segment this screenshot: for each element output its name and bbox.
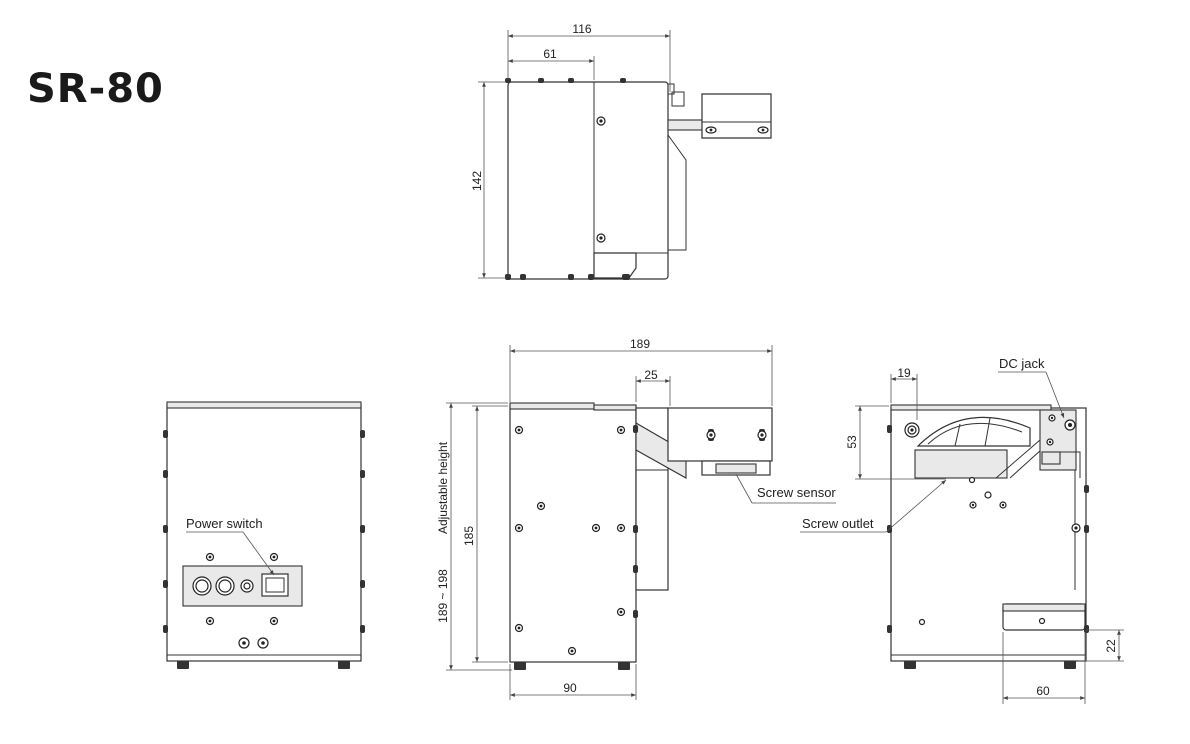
dim-top-inner-width-label: 61 <box>543 47 557 61</box>
power-switch <box>261 573 289 597</box>
top-view-body <box>507 81 669 280</box>
dim-side-chute-label: 25 <box>644 368 658 382</box>
front-view-body <box>166 404 362 662</box>
page-title: SR-80 <box>27 66 164 112</box>
dim-rear-outlet-width: 60 <box>1002 632 1086 704</box>
dim-rear-hopper: 53 <box>845 405 946 480</box>
dim-side-adjustable-range: 189 ~ 198 <box>436 569 450 623</box>
dim-side-adjustable-label: Adjustable height <box>436 441 450 534</box>
rear-view: DC jack Screw outlet 19 53 22 60 <box>800 356 1124 704</box>
side-view-body <box>509 405 637 663</box>
dim-top-width-label: 116 <box>572 22 591 36</box>
dim-rear-outlet-height-label: 22 <box>1104 639 1118 653</box>
dim-side-width: 189 <box>509 337 773 406</box>
dim-top-width: 116 <box>507 22 671 92</box>
dim-rear-outlet-width-label: 60 <box>1036 684 1050 698</box>
dc-jack-label: DC jack <box>999 356 1045 371</box>
hopper <box>916 416 1031 447</box>
side-view: Screw sensor 189 25 185 Adjustable heigh… <box>436 337 836 700</box>
dim-rear-offset: 19 <box>890 366 918 420</box>
screw-sensor <box>715 463 757 474</box>
screw-outlet-label: Screw outlet <box>802 516 874 531</box>
screw-sensor-label: Screw sensor <box>757 485 836 500</box>
dim-side-base: 90 <box>509 664 637 700</box>
front-view: Power switch <box>163 401 365 669</box>
dim-side-chute: 25 <box>635 368 671 406</box>
dim-top-height: 142 <box>470 81 506 279</box>
dim-side-base-label: 90 <box>563 681 577 695</box>
power-switch-label: Power switch <box>186 516 263 531</box>
dim-rear-offset-label: 19 <box>897 366 911 380</box>
dim-top-inner-width: 61 <box>507 47 595 80</box>
dim-side-height-label: 185 <box>462 526 476 546</box>
dim-top-height-label: 142 <box>470 171 484 191</box>
top-view: 116 61 142 <box>470 22 772 280</box>
dim-side-width-label: 189 <box>630 337 650 351</box>
dim-rear-hopper-label: 53 <box>845 435 859 449</box>
dim-side-adjustable: Adjustable height 189 ~ 198 <box>436 402 512 671</box>
dim-rear-outlet-height: 22 <box>1078 629 1124 662</box>
dim-side-height: 185 <box>462 405 508 663</box>
